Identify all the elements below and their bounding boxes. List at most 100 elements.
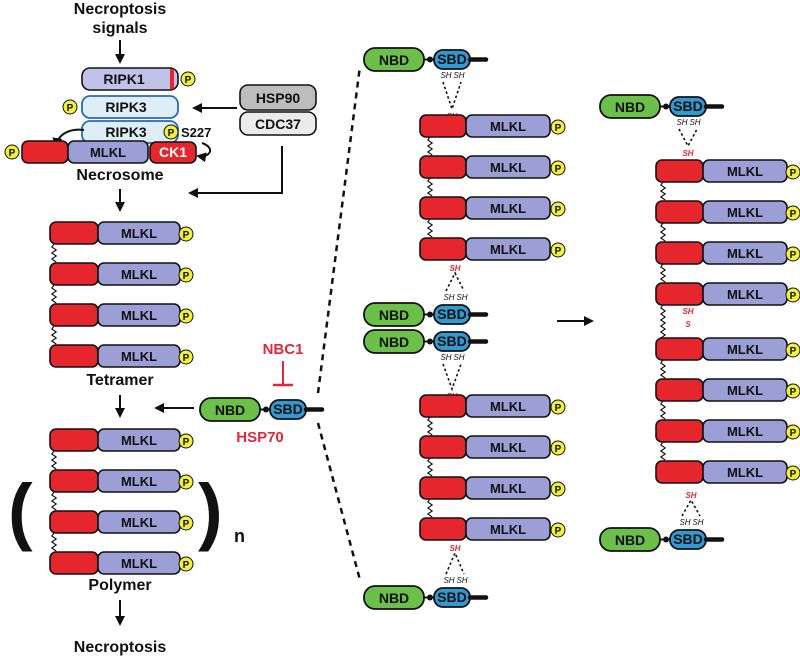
thiol-label: SH <box>443 293 454 302</box>
sbd-label: SBD <box>673 531 703 547</box>
kinase-domain <box>49 551 99 575</box>
phospho-site <box>178 349 194 365</box>
kinase-domain <box>655 241 704 265</box>
linker-squiggle <box>659 263 667 283</box>
mlkl-label: MLKL <box>490 522 526 537</box>
thiol-label: SH <box>443 576 454 585</box>
thiol-label: SH <box>679 518 690 527</box>
phospho-label: P <box>183 312 190 323</box>
phospho-label: P <box>183 478 190 489</box>
disulfide-bridge <box>445 550 465 575</box>
phospho-label: P <box>183 519 190 530</box>
phospho-site <box>550 481 566 497</box>
zoom-line-bottom <box>316 422 362 581</box>
phospho-label: P <box>790 250 797 261</box>
s227-label: S227 <box>181 125 211 140</box>
kinase-domain <box>419 114 467 138</box>
phospho-label: P <box>790 428 797 439</box>
phospho-site <box>550 160 566 176</box>
linker-squiggle <box>659 222 667 242</box>
mlkl-label: MLKL <box>727 342 763 357</box>
mlkl-label: MLKL <box>490 201 526 216</box>
phospho-site <box>178 515 194 531</box>
linker-squiggle <box>426 457 434 477</box>
kinase-domain <box>419 435 467 459</box>
mlkl-domain <box>465 114 551 138</box>
kinase-domain <box>419 476 467 500</box>
zoom-line-top <box>316 65 362 394</box>
thiol-label: SH <box>456 576 467 585</box>
necrosome-kinase-domain <box>21 140 69 164</box>
polymer-close-paren: ) <box>198 469 223 552</box>
ripk1-protein: RIPK1 <box>81 67 179 91</box>
phospho-label: P <box>790 168 797 179</box>
thiol-label: SH <box>440 71 451 80</box>
polymer-open-paren: ( <box>8 469 33 552</box>
sbd-label: SBD <box>437 306 467 322</box>
kinase-domain <box>655 337 704 361</box>
phospho-label: P <box>183 353 190 364</box>
mlkl-label: MLKL <box>490 481 526 496</box>
phospho-label: P <box>790 469 797 480</box>
phospho-site <box>785 383 800 399</box>
mlkl-domain <box>465 435 551 459</box>
kinase-domain <box>49 303 99 327</box>
thiol-label: SH <box>689 118 700 127</box>
phospho-label: P <box>555 403 562 414</box>
linker-squiggle <box>426 498 434 518</box>
phospho-site <box>550 522 566 538</box>
kinase-domain <box>419 237 467 261</box>
ripk1-label: RIPK1 <box>103 71 144 87</box>
kinase-domain <box>49 428 99 452</box>
mlkl-label: MLKL <box>121 433 157 448</box>
phospho-site <box>178 226 194 242</box>
mlkl-label: MLKL <box>490 440 526 455</box>
kinase-domain <box>655 200 704 224</box>
kinase-domain <box>655 159 704 183</box>
linker-squiggle <box>659 400 667 420</box>
linker-squiggle <box>50 491 58 511</box>
mlkl-label: MLKL <box>121 308 157 323</box>
thiol-red-label: S <box>685 320 691 329</box>
ripk3-label-lower: RIPK3 <box>105 124 146 140</box>
linker-squiggle <box>50 325 58 345</box>
hsp90-to-tetramer-arrow <box>188 146 283 198</box>
linker-squiggle <box>426 416 434 436</box>
ripk3-lower-phospho-label: P <box>168 128 175 139</box>
linker-squiggle <box>50 532 58 552</box>
phospho-label: P <box>183 560 190 571</box>
linker-squiggle <box>426 177 434 197</box>
nbd-label: NBD <box>379 334 409 350</box>
thiol-red-label: SH <box>449 544 460 553</box>
mlkl-label: MLKL <box>490 160 526 175</box>
ripk1-phospho-label: P <box>185 75 192 86</box>
phospho-site <box>550 440 566 456</box>
phospho-site <box>785 246 800 262</box>
kinase-domain <box>49 344 99 368</box>
phospho-site <box>550 399 566 415</box>
phospho-site <box>550 242 566 258</box>
phospho-label: P <box>555 526 562 537</box>
mlkl-label: MLKL <box>121 556 157 571</box>
ripk3-label-upper: RIPK3 <box>105 99 146 115</box>
linker-squiggle <box>659 359 667 379</box>
thiol-red-label: SH <box>449 264 460 273</box>
disulfide-bridge <box>442 81 462 112</box>
phospho-label: P <box>555 205 562 216</box>
ripk3-protein-upper: RIPK3 <box>81 95 179 119</box>
phospho-site <box>785 287 800 303</box>
phospho-label: P <box>555 164 562 175</box>
ck1-protein: CK1 <box>149 141 197 164</box>
